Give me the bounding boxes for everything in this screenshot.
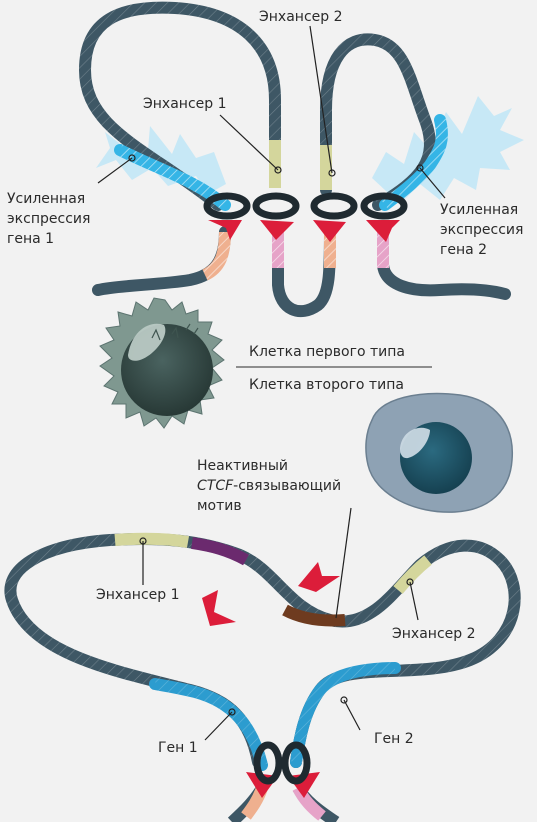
bottom-enhancer1 [115,539,188,542]
label-cell-type2: Клетка второго типа [249,377,404,393]
label-enhancer2-top: Энхансер 2 [259,9,343,25]
label-gene1: Ген 1 [158,740,198,756]
label-enhanced-gene1: Усиленная экспрессия гена 1 [7,191,95,247]
cell-type1 [100,298,224,428]
free-ctcf-arrow-right [298,562,340,592]
top-enhancer1 [269,140,281,188]
label-cell-type1: Клетка первого типа [249,344,405,360]
label-enhancer1-bottom: Энхансер 1 [96,587,180,603]
label-enhancer2-bottom: Энхансер 2 [392,626,476,642]
cell-type2 [366,394,512,513]
top-enhancer2 [320,145,332,190]
label-enhanced-gene2: Усиленная экспрессия гена 2 [440,202,528,258]
top-left-tail [98,232,225,290]
top-chromatin-diagram: Энхансер 2 Энхансер 1 Усиленная экспресс… [7,8,528,312]
label-gene2: Ген 2 [374,731,414,747]
label-inactive-ctcf: Неактивный CTCF-связывающий мотив [197,458,346,514]
label-enhancer1-top: Энхансер 1 [143,96,227,112]
free-ctcf-arrow-left [202,590,236,626]
top-ctcf-arrows [208,220,400,242]
bottom-chromatin-diagram: Неактивный CTCF-связывающий мотив Энханс… [10,458,514,822]
top-bottom-u-loop [278,230,330,311]
cell-type-divider: Клетка первого типа Клетка второго типа [236,344,432,393]
bottom-purple-segment [192,543,246,560]
